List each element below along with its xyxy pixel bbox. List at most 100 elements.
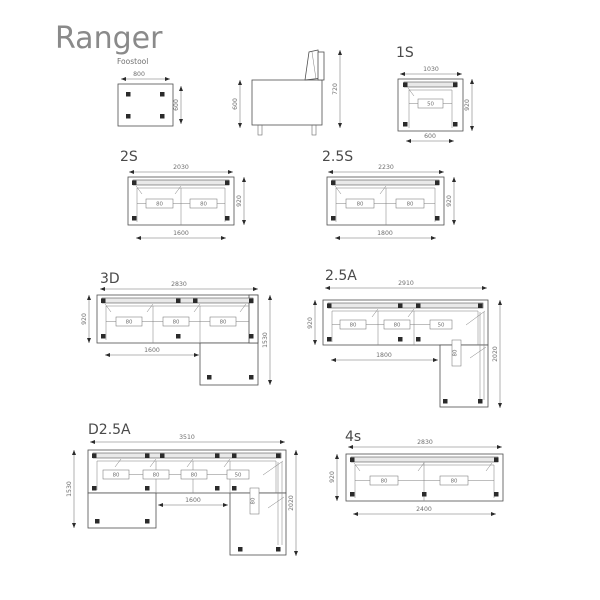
model-2-5a-depth-right-value: 2020 — [492, 346, 499, 362]
footstool-foot — [126, 114, 131, 119]
model-2s-depth-value: 920 — [236, 195, 243, 207]
model-3d-width-dim: 2830 — [100, 281, 258, 291]
model-1s-foot — [403, 122, 408, 127]
model-2-5s-depth-value: 920 — [446, 195, 453, 207]
model-d2-5a-foot — [276, 547, 281, 552]
model-1s-foot — [453, 82, 458, 87]
model-1s-cushion-value: 50 — [427, 102, 434, 108]
model-d2-5a-foot — [145, 453, 150, 458]
model-2s-foot — [225, 180, 230, 185]
model-d2-5a-cushion-value: 80 — [153, 473, 160, 479]
model-1s-seat-value: 600 — [424, 133, 436, 140]
model-2-5a-foot — [478, 399, 483, 404]
model-d2-5a-label: D2.5A — [88, 422, 131, 438]
model-2-5a-back-rail — [327, 302, 484, 309]
model-3d-depth-right-dim: 1530 — [262, 295, 272, 385]
footstool-foot — [126, 92, 131, 97]
model-2-5a-cushion-value: 50 — [438, 323, 445, 329]
model-d2-5a-foot — [232, 486, 237, 491]
model-2s-foot — [132, 216, 137, 221]
model-2-5a-side-cushion-value: 80 — [453, 349, 459, 356]
model-d2-5a-foot — [95, 519, 100, 524]
model-3d-seat-value: 1600 — [144, 347, 160, 354]
model-1s-width-dim: 1030 — [400, 66, 462, 76]
model-1s: 1S 1030 50 920 600 — [396, 45, 474, 143]
model-1s-depth-value: 920 — [464, 99, 471, 111]
model-d2-5a-depth-right-dim: 2020 — [288, 450, 298, 556]
model-d2-5a-foot — [92, 453, 97, 458]
model-3d-foot — [249, 375, 254, 380]
model-4s-cushion-value: 80 — [381, 479, 388, 485]
model-2s-foot — [225, 216, 230, 221]
elevation-back-height-dim: 720 — [332, 50, 342, 128]
model-2s: 2S 2030 80 80 920 — [120, 149, 246, 240]
model-2s-seat-dim: 1600 — [136, 230, 226, 240]
model-2s-foot — [132, 180, 137, 185]
model-2-5a-label: 2.5A — [325, 268, 357, 284]
model-3d-foot — [176, 298, 181, 303]
model-1s-foot — [403, 82, 408, 87]
model-1s-seat-dim: 600 — [406, 133, 454, 143]
model-d2-5a-side-cushion — [249, 487, 260, 515]
model-2-5s-cushion-value: 80 — [407, 202, 414, 208]
model-2-5a-chaise — [439, 344, 489, 408]
model-2-5s-seat-value: 1800 — [377, 230, 393, 237]
model-1s-width-value: 1030 — [423, 66, 439, 73]
model-2-5a-seat-dim: 1800 — [331, 352, 438, 362]
model-2-5a-cushion-value: 80 — [350, 323, 357, 329]
model-d2-5a: D2.5A 3510 1530 80 80 — [66, 422, 298, 556]
model-d2-5a-foot — [215, 453, 220, 458]
model-2-5a: 2.5A 2910 920 80 80 50 80 — [307, 268, 502, 408]
model-d2-5a-foot — [160, 453, 165, 458]
model-4s-cushion-value: 80 — [451, 479, 458, 485]
elevation-seat-height-dim: 600 — [232, 80, 242, 128]
model-2-5s-foot — [435, 180, 440, 185]
model-d2-5a-foot — [276, 453, 281, 458]
model-2-5s-foot — [435, 216, 440, 221]
model-1s-label: 1S — [396, 45, 414, 61]
page-title: Ranger — [55, 21, 163, 56]
model-2-5a-width-value: 2910 — [398, 280, 414, 287]
model-4s-seat-dim: 2400 — [353, 506, 496, 516]
model-2-5a-foot — [327, 337, 332, 342]
model-1s-foot — [453, 122, 458, 127]
model-3d-foot — [249, 334, 254, 339]
model-2-5a-foot — [398, 303, 403, 308]
model-3d-depth-left-dim: 920 — [81, 295, 91, 343]
model-2s-cushion-value: 80 — [200, 202, 207, 208]
model-3d: 3D 2830 920 80 80 80 — [81, 271, 272, 386]
model-d2-5a-cushion-value: 50 — [235, 473, 242, 479]
model-2-5s-seat-dim: 1800 — [335, 230, 436, 240]
model-2-5a-foot — [478, 303, 483, 308]
model-4s-seat-value: 2400 — [416, 506, 432, 513]
model-4s: 4s 2830 920 80 80 — [329, 429, 504, 516]
model-2s-seat-value: 1600 — [173, 230, 189, 237]
model-2-5a-depth-left-dim: 920 — [307, 300, 317, 345]
model-d2-5a-width-dim: 3510 — [90, 434, 285, 444]
model-d2-5a-depth-left-value: 1530 — [66, 481, 73, 497]
model-4s-width-dim: 2830 — [348, 439, 502, 449]
model-elevation: 600 720 — [232, 49, 342, 136]
model-2-5a-side-cushion — [451, 339, 462, 367]
model-d2-5a-seat-dim: 1600 — [158, 497, 228, 507]
model-3d-foot — [249, 298, 254, 303]
model-2-5s-cushion-value: 80 — [357, 202, 364, 208]
model-3d-foot — [101, 298, 106, 303]
model-4s-foot — [350, 492, 355, 497]
model-d2-5a-foot — [92, 486, 97, 491]
footstool-outline — [117, 83, 174, 127]
model-d2-5a-side-cushion-value: 80 — [251, 497, 257, 504]
model-4s-width-value: 2830 — [417, 439, 433, 446]
model-3d-foot — [176, 334, 181, 339]
model-d2-5a-width-value: 3510 — [179, 434, 195, 441]
model-2s-label: 2S — [120, 149, 138, 165]
model-3d-depth-right-value: 1530 — [262, 332, 269, 348]
model-2s-depth-dim: 920 — [236, 177, 246, 225]
model-4s-back-rail — [350, 456, 499, 463]
model-2-5a-foot — [398, 337, 403, 342]
model-d2-5a-depth-left-dim: 1530 — [66, 450, 76, 528]
model-d2-5a-foot — [215, 486, 220, 491]
elevation-body — [251, 79, 323, 126]
model-2-5a-foot — [443, 399, 448, 404]
